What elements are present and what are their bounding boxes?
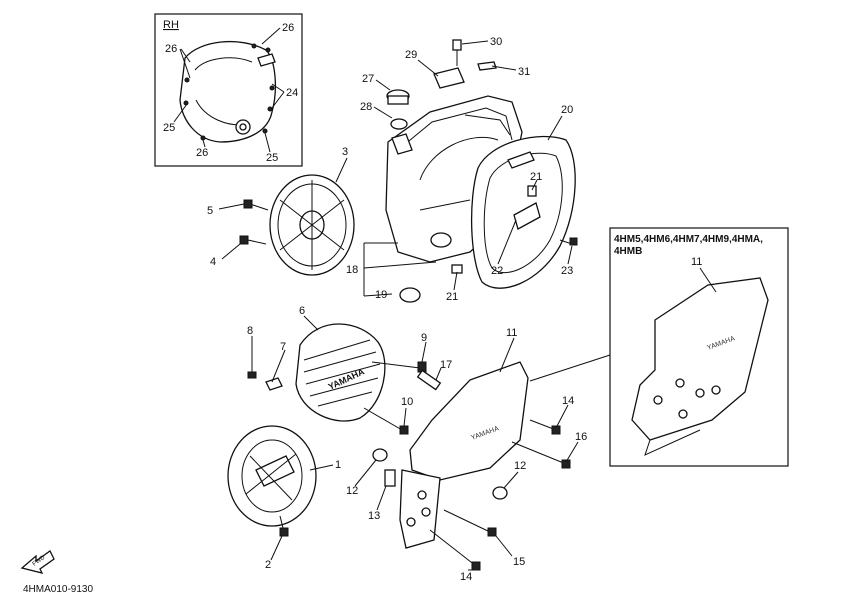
callout-17: 17 (440, 359, 452, 371)
callout-12: 12 (514, 460, 526, 472)
rh-inset: RH 26 26 24 25 26 25 (154, 13, 303, 167)
callouts: 30 29 31 27 28 20 3 21 5 4 18 19 21 22 2… (207, 36, 587, 583)
variant-inset: 4HM5,4HM6,4HM7,4HM9,4HMA, 4HMB YAMAHA 11 (529, 227, 789, 467)
callout-27: 27 (362, 73, 374, 85)
callout-31: 31 (518, 66, 530, 78)
callout-18: 18 (346, 264, 358, 276)
callout-28: 28 (360, 101, 372, 113)
callout-21: 21 (446, 291, 458, 303)
callout-16: 16 (575, 431, 587, 443)
callout-26: 26 (165, 43, 177, 55)
callout-23: 23 (561, 265, 573, 277)
callout-13: 13 (368, 510, 380, 522)
callout-11: 11 (691, 256, 702, 268)
callout-12: 12 (346, 485, 358, 497)
callout-1: 1 (335, 459, 341, 471)
callout-14: 14 (460, 571, 472, 583)
callout-25: 25 (163, 122, 175, 134)
variant-models-2: 4HMB (614, 246, 642, 257)
front-arrow: FWD (20, 550, 55, 574)
callout-26: 26 (282, 22, 294, 34)
callout-2: 2 (265, 559, 271, 571)
cover-1 (227, 425, 317, 527)
cover-11: YAMAHA (399, 361, 529, 549)
callout-26: 26 (196, 147, 208, 159)
callout-8: 8 (247, 325, 253, 337)
callout-29: 29 (405, 49, 417, 61)
callout-11: 11 (506, 327, 517, 339)
callout-20: 20 (561, 104, 573, 116)
rh-title: RH (163, 19, 179, 31)
callout-3: 3 (342, 146, 348, 158)
callout-24: 24 (286, 87, 298, 99)
callout-7: 7 (280, 341, 286, 353)
callout-19: 19 (375, 289, 387, 301)
variant-models: 4HM5,4HM6,4HM7,4HM9,4HMA, (614, 234, 763, 245)
callout-21: 21 (530, 171, 542, 183)
callout-22: 22 (491, 265, 503, 277)
callout-5: 5 (207, 205, 213, 217)
cover-6: YAMAHA (295, 323, 386, 422)
gasket-20 (470, 135, 576, 289)
small-parts (239, 39, 578, 571)
callout-30: 30 (490, 36, 502, 48)
callout-25: 25 (266, 152, 278, 164)
callout-15: 15 (513, 556, 525, 568)
callout-4: 4 (210, 256, 216, 268)
callout-9: 9 (421, 332, 427, 344)
callout-10: 10 (401, 396, 413, 408)
callout-14: 14 (562, 395, 574, 407)
diagram-code: 4HMA010-9130 (23, 584, 93, 595)
callout-6: 6 (299, 305, 305, 317)
cover-3 (269, 174, 355, 276)
